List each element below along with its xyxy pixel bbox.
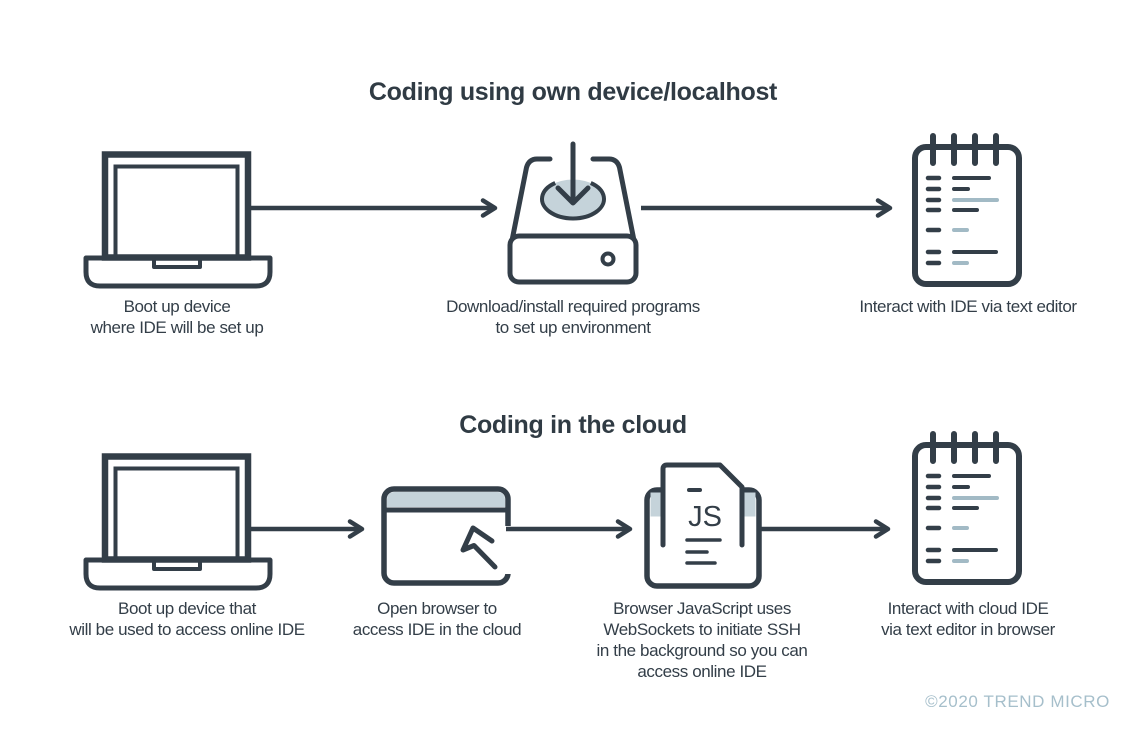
cursor-icon [460, 525, 498, 570]
step-label: Download/install required programs to se… [446, 297, 700, 337]
flow-arrow [250, 519, 365, 539]
drive-body [507, 233, 639, 285]
flow-arrow [248, 198, 498, 218]
notepad-text-editor-icon [912, 431, 1022, 585]
section-title-localhost: Coding using own device/localhost [368, 78, 778, 106]
flow-arrow [760, 519, 891, 539]
laptop-base [83, 557, 273, 591]
drive-oval [540, 181, 606, 221]
flow-arrow [641, 198, 893, 218]
step-label: Browser JavaScript uses WebSockets to in… [596, 599, 808, 681]
document-outline [660, 462, 745, 548]
section-title-cloud: Coding in the cloud [459, 411, 687, 439]
notepad-text-editor-icon [912, 133, 1022, 287]
js-label: JS [688, 501, 722, 533]
install-drive-icon [507, 141, 639, 285]
drive-led [600, 251, 616, 267]
step-label: Boot up device where IDE will be set up [90, 297, 264, 337]
laptop-icon [83, 453, 273, 591]
notepad-binding [930, 133, 999, 166]
notepad-binding [930, 431, 999, 464]
browser-titlebar [387, 492, 505, 507]
step-label: Boot up device that will be used to acce… [69, 599, 305, 639]
step-label: Interact with IDE via text editor [859, 297, 1077, 316]
step-label: Interact with cloud IDE via text editor … [881, 599, 1055, 639]
step-label: Open browser to access IDE in the cloud [352, 599, 522, 639]
copyright-text: ©2020 TREND MICRO [925, 692, 1110, 711]
js-file-icon: JS [644, 462, 762, 589]
flow-arrow [506, 519, 633, 539]
laptop-screen [113, 466, 240, 562]
laptop-screen [113, 164, 240, 260]
browser-cursor-icon [381, 486, 514, 586]
laptop-icon [83, 151, 273, 289]
download-arrow-icon [555, 185, 591, 206]
laptop-base [83, 255, 273, 289]
